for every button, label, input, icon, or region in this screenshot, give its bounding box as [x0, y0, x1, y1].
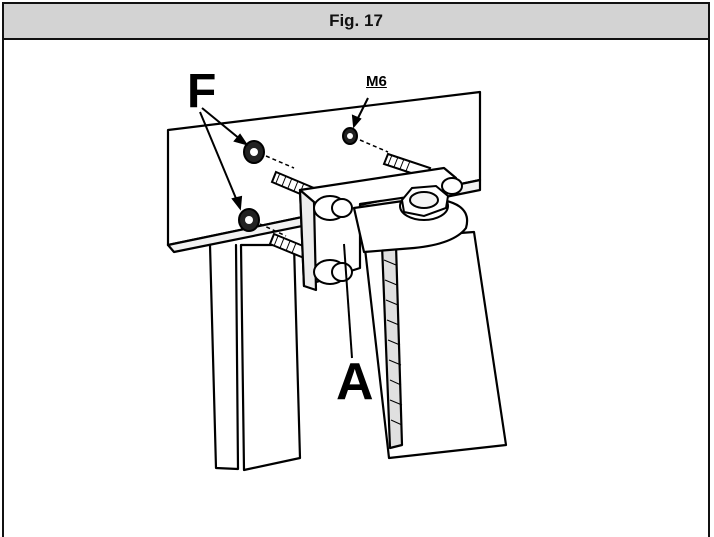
frame-right-border — [708, 40, 710, 537]
figure-header: Fig. 17 — [2, 2, 710, 40]
hex-nut — [399, 184, 450, 221]
frame-left-border — [2, 40, 4, 537]
callout-f: F — [187, 65, 217, 118]
left-leg — [208, 243, 240, 471]
bracket-side — [298, 188, 318, 292]
hatch-marks — [383, 259, 403, 426]
bushings — [313, 177, 463, 285]
bracket-assembly-illustration — [166, 90, 508, 472]
leader-lines — [199, 97, 369, 359]
assembly-guides — [259, 139, 389, 237]
left-leg-front — [239, 243, 302, 472]
figure-title: Fig. 17 — [329, 11, 383, 30]
callout-m6: M6 — [366, 73, 387, 90]
callout-a: A — [336, 353, 374, 411]
